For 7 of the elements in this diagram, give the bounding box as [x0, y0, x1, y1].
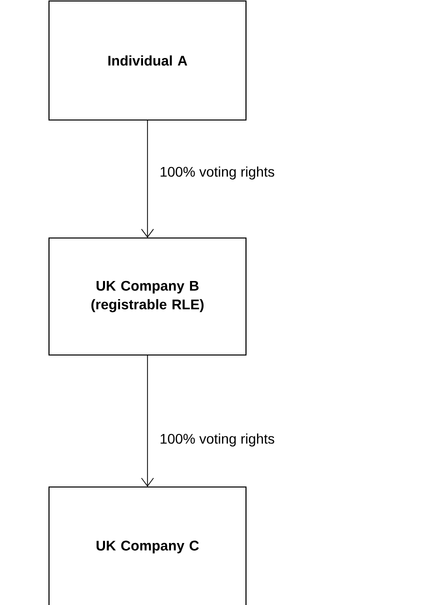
edge-label: 100% voting rights	[160, 433, 274, 447]
entity-box: UK Company C	[48, 486, 247, 605]
entity-box: Individual A	[48, 0, 247, 121]
entity-box: UK Company B (registrable RLE)	[48, 237, 247, 356]
arrow	[141, 120, 154, 238]
arrow	[141, 354, 154, 487]
edge-label: 100% voting rights	[160, 166, 274, 180]
